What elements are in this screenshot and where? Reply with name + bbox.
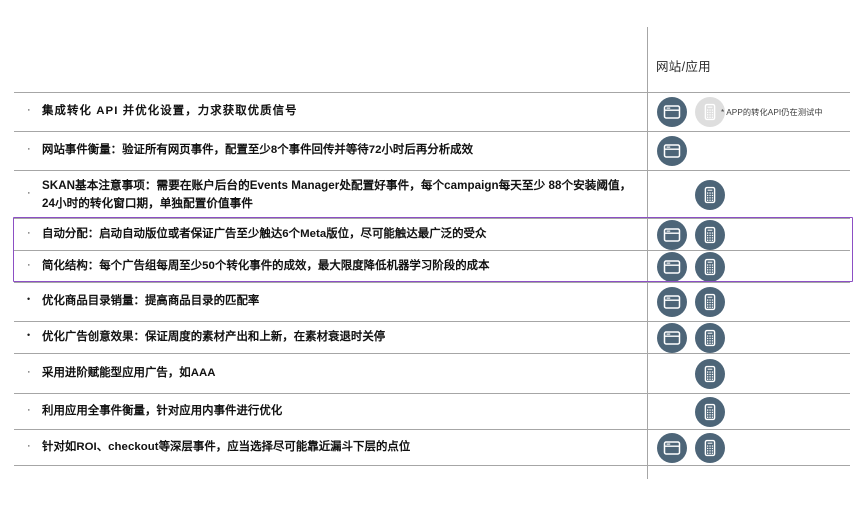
row-label: 自动分配：启动自动版位或者保证广告至少触达6个Meta版位，尽可能触达最广泛的受… xyxy=(42,227,487,240)
table-row[interactable]: · 简化结构：每个广告组每周至少50个转化事件的成效，最大限度降低机器学习阶段的成… xyxy=(14,250,850,282)
phone-icon xyxy=(695,219,725,250)
web-icon-slot xyxy=(657,287,687,317)
phone-icon xyxy=(695,322,725,353)
web-icon xyxy=(657,287,687,317)
bullet-marker: · xyxy=(27,143,31,156)
row-label: 采用进阶赋能型应用广告，如AAA xyxy=(42,366,216,379)
bullet-marker: • xyxy=(27,294,31,305)
row-label: 优化商品目录销量：提高商品目录的匹配率 xyxy=(42,295,260,308)
phone-icon-slot xyxy=(695,219,725,250)
phone-icon xyxy=(695,396,725,427)
table-row[interactable]: · 采用进阶赋能型应用广告，如AAA xyxy=(14,353,850,393)
table-row[interactable]: · 网站事件衡量：验证所有网页事件，配置至少8个事件回传并等待72小时后再分析成效 xyxy=(14,131,850,170)
row-icons-cell xyxy=(647,179,850,210)
row-icons-cell xyxy=(647,396,850,427)
web-icon xyxy=(657,136,687,166)
row-icons-cell xyxy=(647,358,850,389)
table-row[interactable]: · 集成转化 API 并优化设置，力求获取优质信号 * APP的转化API仍在测试中 xyxy=(14,92,850,131)
footnote-text: * APP的转化API仍在测试中 xyxy=(721,108,823,117)
bullet-marker: • xyxy=(27,329,31,340)
bullet-marker: · xyxy=(27,187,31,199)
column-header-website-app: 网站/应用 xyxy=(656,60,711,74)
row-label: 优化广告创意效果：保证周度的素材产出和上新，在素材衰退时关停 xyxy=(42,330,386,343)
row-label: 针对如ROI、checkout等深层事件，应当选择尽可能靠近漏斗下层的点位 xyxy=(42,440,411,453)
web-icon-slot xyxy=(657,432,687,463)
phone-icon-slot xyxy=(695,97,725,127)
bullet-marker: · xyxy=(27,403,31,416)
web-icon xyxy=(657,322,687,353)
table-row[interactable]: · 自动分配：启动自动版位或者保证广告至少触达6个Meta版位，尽可能触达最广泛的… xyxy=(14,218,850,250)
row-text-cell: · 网站事件衡量：验证所有网页事件，配置至少8个事件回传并等待72小时后再分析成效 xyxy=(14,142,647,159)
web-icon-slot xyxy=(657,251,687,282)
row-text-cell: • 优化商品目录销量：提高商品目录的匹配率 xyxy=(14,293,647,310)
web-icon xyxy=(657,432,687,463)
table-row[interactable]: · 利用应用全事件衡量，针对应用内事件进行优化 xyxy=(14,393,850,429)
row-text-cell: · 简化结构：每个广告组每周至少50个转化事件的成效，最大限度降低机器学习阶段的成… xyxy=(14,258,647,275)
web-icon xyxy=(657,251,687,282)
phone-icon-slot xyxy=(695,251,725,282)
web-icon xyxy=(657,97,687,127)
phone-icon-slot xyxy=(695,287,725,317)
table-row[interactable]: · 针对如ROI、checkout等深层事件，应当选择尽可能靠近漏斗下层的点位 xyxy=(14,429,850,466)
phone-icon xyxy=(695,179,725,210)
row-icons-cell: * APP的转化API仍在测试中 xyxy=(647,97,850,127)
phone-icon-slot xyxy=(695,432,725,463)
phone-icon-slot xyxy=(695,358,725,389)
row-icons-cell xyxy=(647,219,850,250)
row-label: SKAN基本注意事项：需要在账户后台的Events Manager处配置好事件，… xyxy=(42,178,632,210)
phone-icon-slot xyxy=(695,396,725,427)
row-text-cell: · SKAN基本注意事项：需要在账户后台的Events Manager处配置好事件… xyxy=(14,177,647,212)
table-row[interactable]: • 优化商品目录销量：提高商品目录的匹配率 xyxy=(14,282,850,321)
phone-icon-slot xyxy=(695,136,725,166)
recommendations-table: · 集成转化 API 并优化设置，力求获取优质信号 * APP的转化API仍在测试中… xyxy=(14,92,850,466)
table-row[interactable]: · SKAN基本注意事项：需要在账户后台的Events Manager处配置好事件… xyxy=(14,170,850,218)
row-text-cell: · 自动分配：启动自动版位或者保证广告至少触达6个Meta版位，尽可能触达最广泛的… xyxy=(14,226,647,243)
phone-icon xyxy=(695,251,725,282)
bullet-marker: · xyxy=(27,226,31,239)
row-icons-cell xyxy=(647,322,850,353)
row-label: 网站事件衡量：验证所有网页事件，配置至少8个事件回传并等待72小时后再分析成效 xyxy=(42,144,474,157)
table-row[interactable]: • 优化广告创意效果：保证周度的素材产出和上新，在素材衰退时关停 xyxy=(14,321,850,353)
row-text-cell: · 针对如ROI、checkout等深层事件，应当选择尽可能靠近漏斗下层的点位 xyxy=(14,439,647,456)
row-text-cell: • 优化广告创意效果：保证周度的素材产出和上新，在素材衰退时关停 xyxy=(14,329,647,346)
web-icon-slot xyxy=(657,359,687,389)
row-icons-cell xyxy=(647,287,850,317)
web-icon-slot xyxy=(657,397,687,427)
web-icon-slot xyxy=(657,136,687,166)
phone-icon-disabled xyxy=(695,97,725,127)
row-label: 集成转化 API 并优化设置，力求获取优质信号 xyxy=(42,105,298,118)
row-label: 简化结构：每个广告组每周至少50个转化事件的成效，最大限度降低机器学习阶段的成本 xyxy=(42,259,490,272)
row-text-cell: · 集成转化 API 并优化设置，力求获取优质信号 xyxy=(14,103,647,120)
bullet-marker: · xyxy=(27,439,31,452)
row-icons-cell xyxy=(647,432,850,463)
row-icons-cell xyxy=(647,251,850,282)
web-icon xyxy=(657,219,687,250)
web-icon-slot xyxy=(657,180,687,210)
bullet-marker: · xyxy=(27,104,31,117)
web-icon-slot xyxy=(657,97,687,127)
row-text-cell: · 利用应用全事件衡量，针对应用内事件进行优化 xyxy=(14,403,647,420)
row-icons-cell xyxy=(647,136,850,166)
phone-icon-slot xyxy=(695,179,725,210)
row-text-cell: · 采用进阶赋能型应用广告，如AAA xyxy=(14,365,647,382)
column-divider xyxy=(647,27,648,479)
bullet-marker: · xyxy=(27,258,31,271)
phone-icon xyxy=(695,287,725,317)
row-label: 利用应用全事件衡量，针对应用内事件进行优化 xyxy=(42,404,283,417)
phone-icon xyxy=(695,358,725,389)
phone-icon-slot xyxy=(695,322,725,353)
web-icon-slot xyxy=(657,219,687,250)
bullet-marker: · xyxy=(27,365,31,378)
phone-icon xyxy=(695,432,725,463)
web-icon-slot xyxy=(657,322,687,353)
